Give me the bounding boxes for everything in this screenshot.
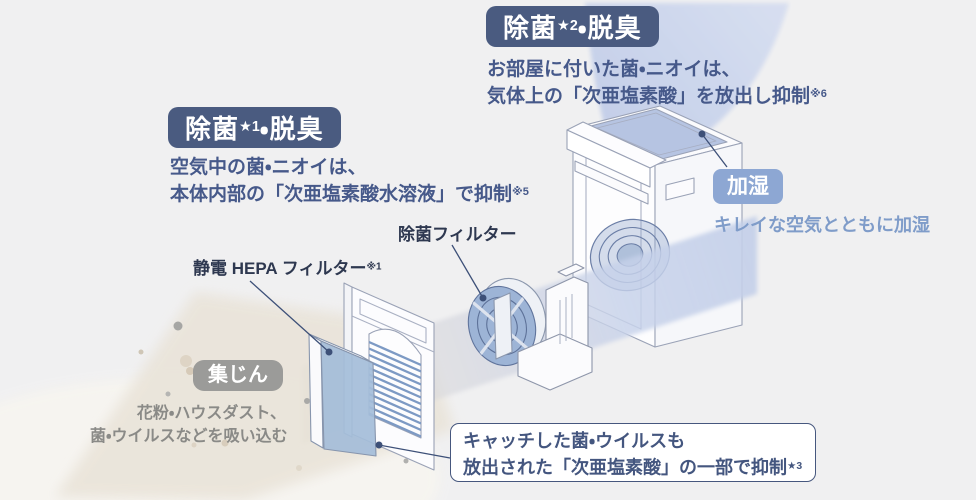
hepa-filter-panel: [308, 333, 377, 457]
unit-header-front: [566, 129, 651, 188]
badge-deodorize-room-sup: ★2: [557, 18, 578, 34]
louver-slats: [369, 340, 421, 438]
catch-box-connector-line: [378, 444, 451, 459]
catch-note-line2: 放出された「次亜塩素酸」の一部で抑制★3: [463, 457, 803, 478]
fan-bracket: [517, 263, 593, 391]
label-sanitizing-filter: 除菌フィルター: [398, 225, 517, 244]
unit-side-tab: [665, 177, 695, 201]
humidify-connector-line: [701, 133, 728, 168]
dust-collect-description: 花粉・ハウスダスト、 菌・ウイルスなどを吸い込む: [90, 402, 288, 448]
sanitizing-connector-line: [451, 244, 484, 299]
connector-lines: [249, 130, 728, 459]
disc-front-blade: [493, 292, 513, 360]
unit-header-strip: [574, 160, 649, 205]
badge-deodorize-room: 除菌★2・脱臭: [486, 6, 659, 47]
badge-deodorize-room-tail: ・脱臭: [577, 13, 642, 44]
badge-deodorize-internal-sup: ★1: [239, 119, 260, 135]
humidify-description: キレイな空気とともに加湿: [714, 215, 930, 235]
deodorize-internal-desc-line2: 本体内部の「次亜塩素酸水溶液」で抑制※5: [170, 183, 529, 205]
catch-box-connector-dot: [375, 441, 383, 449]
louver-frame-inner: [359, 298, 427, 344]
label-hepa-filter: 静電 HEPA フィルター※1: [193, 259, 382, 278]
badge-dust-collect: 集じん: [193, 360, 283, 391]
badge-deodorize-internal-tail: ・脱臭: [259, 114, 324, 145]
deodorize-internal-description: 空気中の菌・ニオイは、 本体内部の「次亜塩素酸水溶液」で抑制※5: [170, 155, 529, 207]
dust-particles: [138, 321, 409, 471]
badge-deodorize-internal-main: 除菌: [185, 114, 240, 145]
deodorize-room-description: お部屋に付いた菌・ニオイは、 気体上の「次亜塩素酸」を放出し抑制※6: [487, 57, 827, 109]
sanitizing-filter-assembly: [467, 263, 593, 391]
badge-humidify: 加湿: [713, 169, 783, 204]
deodorize-internal-desc-sup: ※5: [512, 186, 529, 198]
label-hepa-filter-sup: ※1: [366, 261, 382, 273]
hepa-connector-dot: [325, 348, 333, 356]
badge-deodorize-room-main: 除菌: [503, 13, 558, 44]
humidify-connector-dot: [698, 130, 706, 138]
sanitizing-connector-dot: [479, 294, 487, 302]
hepa-connector-line: [249, 280, 330, 353]
unit-top-opening-rim: [596, 112, 717, 156]
deodorize-internal-desc-line1: 空気中の菌・ニオイは、: [170, 157, 367, 178]
deodorize-room-desc-sup: ※6: [810, 88, 827, 100]
dust-collect-desc-line2: 菌・ウイルスなどを吸い込む: [90, 428, 288, 445]
hepa-panel-front: [320, 340, 377, 457]
deodorize-room-desc-line2: 気体上の「次亜塩素酸」を放出し抑制※6: [487, 85, 827, 107]
badge-deodorize-internal: 除菌★1・脱臭: [168, 107, 341, 148]
catch-note-box: キャッチした菌・ウイルスも 放出された「次亜塩素酸」の一部で抑制★3: [450, 423, 816, 482]
deodorize-room-desc-line1: お部屋に付いた菌・ニオイは、: [487, 59, 741, 80]
dust-collect-desc-line1: 花粉・ハウスダスト、: [136, 405, 286, 422]
catch-note-line1: キャッチした菌・ウイルスも: [463, 431, 686, 451]
catch-note-sup: ★3: [787, 461, 803, 472]
